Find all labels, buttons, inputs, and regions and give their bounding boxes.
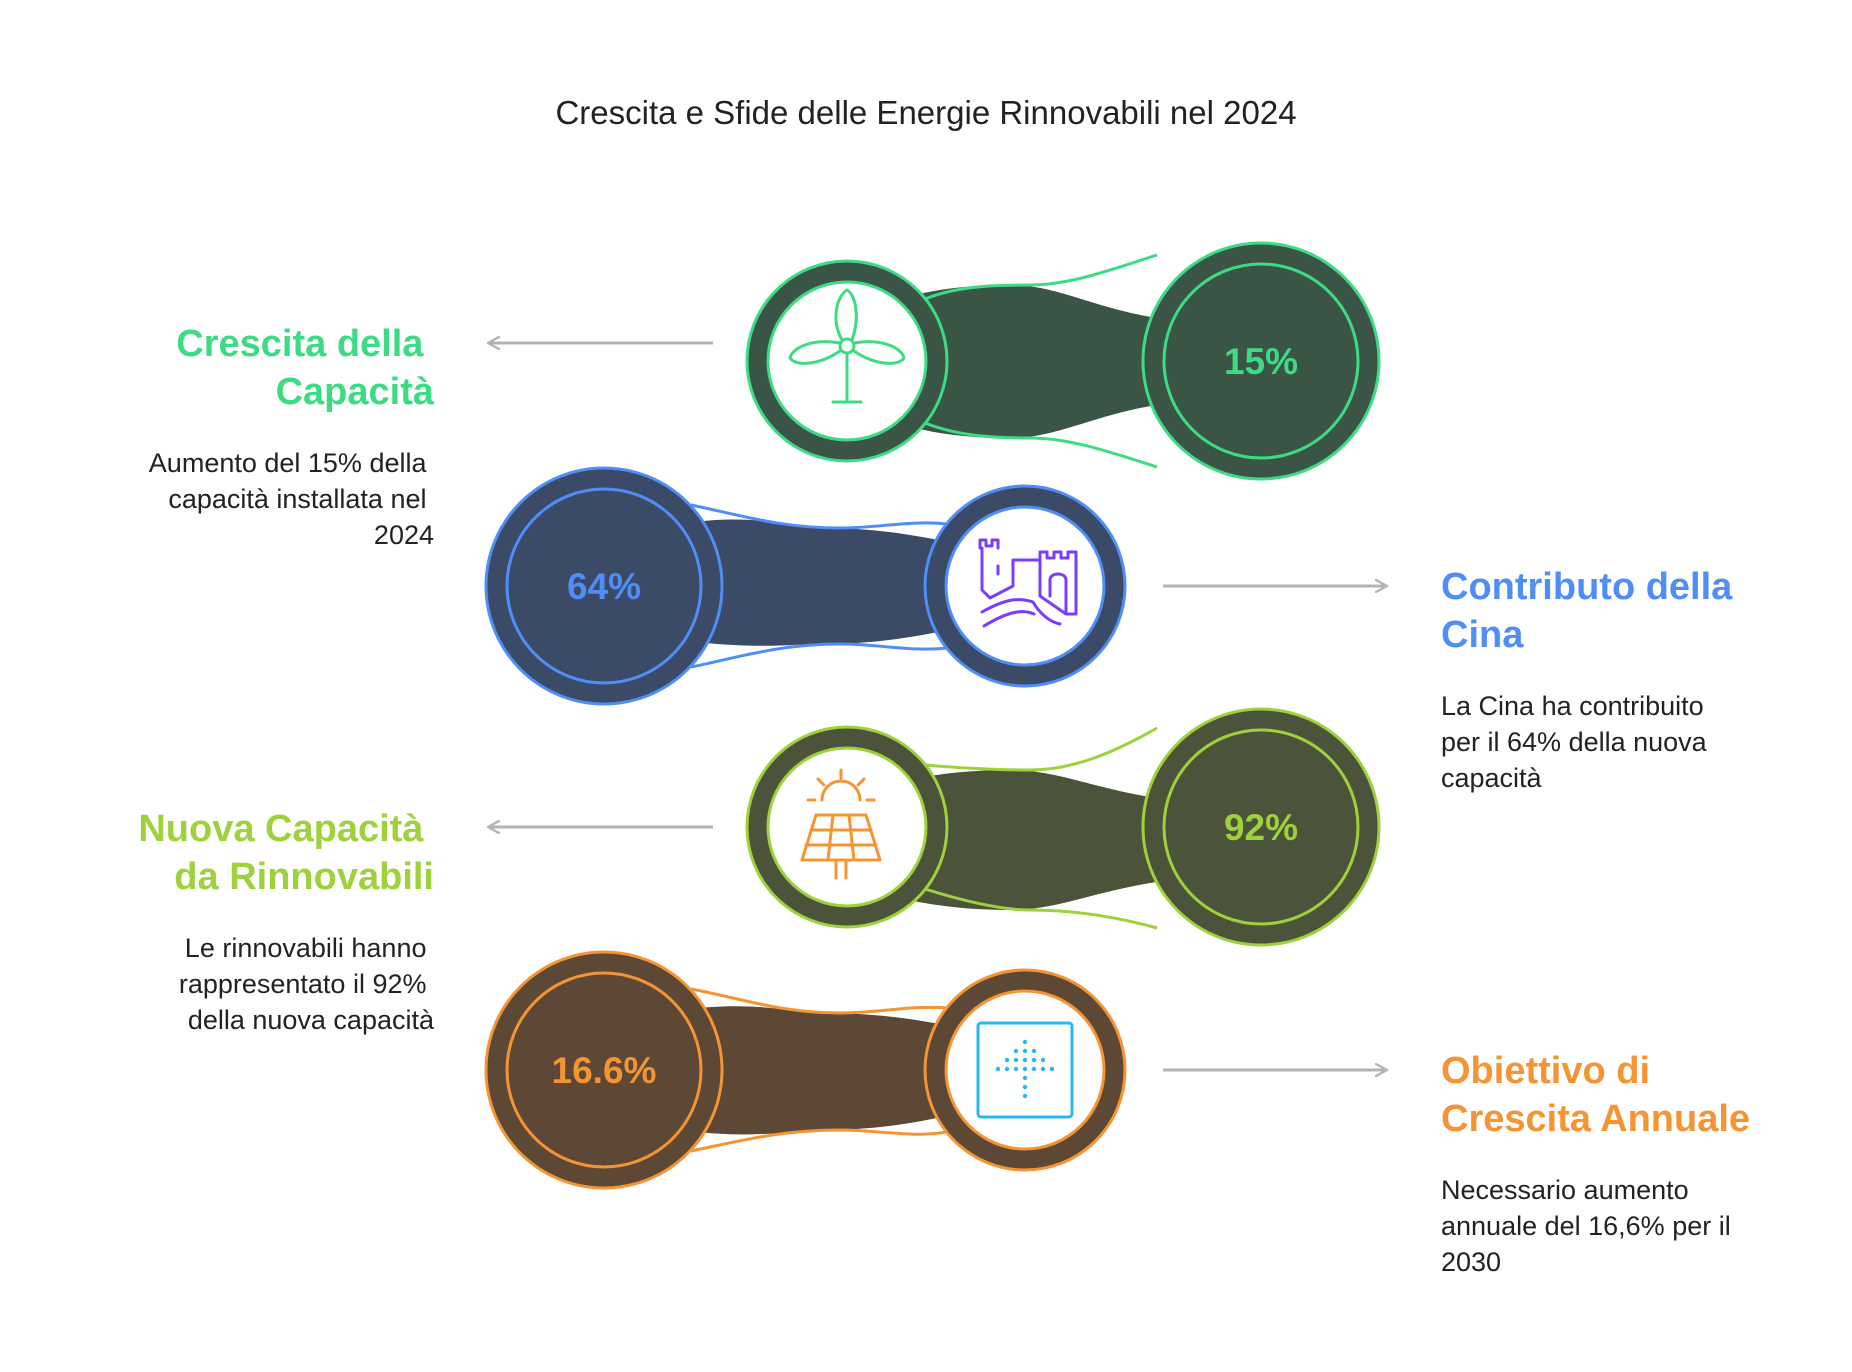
description-line: capacità installata nel (168, 484, 426, 514)
arrow-dot (1013, 1066, 1019, 1072)
value-label: 64% (567, 566, 641, 607)
connector-outline (690, 503, 948, 530)
arrow-dot (1031, 1048, 1037, 1054)
description-line: Necessario aumento (1441, 1175, 1689, 1205)
arrow-dot (1022, 1057, 1028, 1063)
value-circle-inner (505, 487, 703, 685)
value-circle-outer (484, 950, 724, 1190)
heading-line: Crescita Annuale (1441, 1098, 1750, 1140)
arrow-dot (1022, 1084, 1028, 1090)
value-circle-inner (1162, 262, 1360, 460)
value-circle-inner (1162, 728, 1360, 926)
value-label: 15% (1224, 341, 1298, 382)
description-line: per il 64% della nuova (1441, 727, 1708, 757)
solar-panel-icon (800, 768, 882, 880)
value-circle-outer (1141, 707, 1381, 947)
arrow-dot (1004, 1057, 1010, 1063)
item-heading: Obiettivo di Crescita Annuale (1441, 1050, 1750, 1140)
arrow-dot (1040, 1057, 1046, 1063)
value-label: 92% (1224, 807, 1298, 848)
connector-outline (690, 1128, 948, 1153)
heading-line: Nuova Capacità (138, 808, 424, 850)
value-circle-inner (505, 971, 703, 1169)
annual-growth-target-item: 16.6% Obiettivo di Crescita Annuale Nece… (484, 950, 1750, 1277)
icon-circle (944, 505, 1106, 667)
heading-line: Contributo della (1441, 566, 1733, 608)
heading-line: Cina (1441, 614, 1524, 656)
connector-outline (924, 253, 1158, 301)
arrow-dot (1022, 1066, 1028, 1072)
china-contribution-item: 64% Contributo della Cina La Cina ha con… (484, 466, 1743, 793)
description-line: 2024 (374, 520, 434, 550)
page-title: Crescita e Sfide delle Energie Rinnovabi… (555, 94, 1296, 131)
description-line: capacità (1441, 763, 1543, 793)
arrow-dot (1040, 1066, 1046, 1072)
description-line: Aumento del 15% della (149, 448, 428, 478)
heading-line: Crescita della (176, 323, 424, 365)
value-label: 16.6% (552, 1050, 657, 1091)
item-heading: Nuova Capacità da Rinnovabili (138, 808, 434, 898)
item-description: Aumento del 15% della capacità installat… (149, 448, 434, 550)
arrow-dot (995, 1066, 1001, 1072)
item-heading: Crescita della Capacità (176, 323, 435, 413)
growth-capacity-item: 15% Crescita della Capacità Aumento del … (149, 241, 1381, 550)
arrow-dot (1022, 1075, 1028, 1081)
arrow-dot (1022, 1093, 1028, 1099)
arrow-dot (1049, 1066, 1055, 1072)
value-circle-outer (1141, 241, 1381, 481)
description-line: della nuova capacità (188, 1005, 435, 1035)
arrow-dot (1031, 1057, 1037, 1063)
arrow-dot (1013, 1048, 1019, 1054)
icon-circle (766, 746, 928, 908)
arrow-dot (1004, 1066, 1010, 1072)
upward-arrow-grid-icon (976, 1021, 1074, 1119)
connector-outline (690, 987, 948, 1015)
item-description: Necessario aumento annuale del 16,6% per… (1441, 1175, 1738, 1277)
arrow-dot (1022, 1048, 1028, 1054)
heading-line: Capacità (276, 371, 435, 413)
wind-turbine-icon (788, 288, 906, 404)
description-line: Le rinnovabili hanno (185, 933, 427, 963)
arrow-dot (1022, 1039, 1028, 1045)
item-description: Le rinnovabili hanno rappresentato il 92… (179, 933, 435, 1035)
new-renewable-capacity-item: 92% Nuova Capacità da Rinnovabili Le rin… (138, 707, 1381, 1035)
description-line: annuale del 16,6% per il (1441, 1211, 1731, 1241)
arrow-dot (1031, 1066, 1037, 1072)
item-heading: Contributo della Cina (1441, 566, 1743, 656)
connector-outline (924, 887, 1158, 930)
connector-outline (924, 726, 1158, 772)
description-line: 2030 (1441, 1247, 1501, 1277)
heading-line: Obiettivo di (1441, 1050, 1650, 1092)
arrow-dot (1013, 1057, 1019, 1063)
great-wall-icon (978, 538, 1078, 628)
description-line: rappresentato il 92% (179, 969, 427, 999)
heading-line: da Rinnovabili (174, 856, 434, 898)
item-description: La Cina ha contribuito per il 64% della … (1441, 691, 1714, 793)
connector-outline (690, 642, 948, 669)
connector-outline (924, 421, 1158, 469)
value-circle-outer (484, 466, 724, 706)
description-line: La Cina ha contribuito (1441, 691, 1704, 721)
